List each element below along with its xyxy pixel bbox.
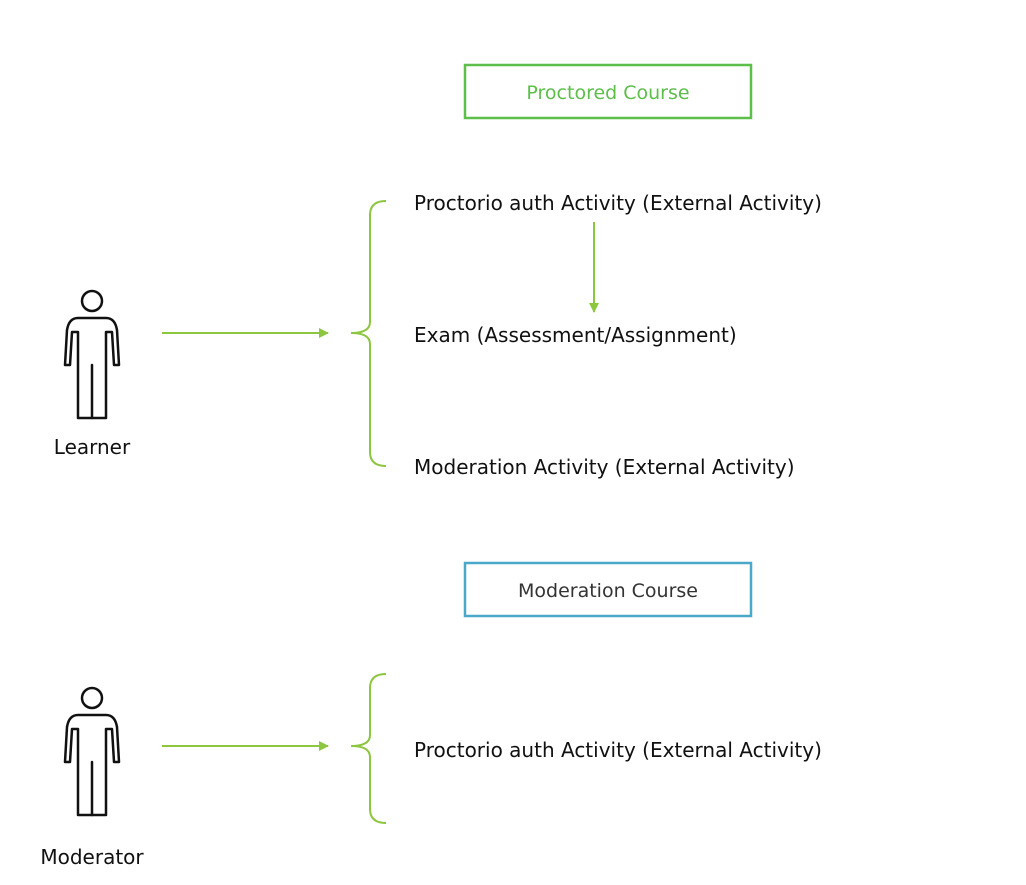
person-icon <box>63 289 121 420</box>
proctorio-auth-activity-label: Proctorio auth Activity (External Activi… <box>414 191 822 215</box>
person-icon <box>63 686 121 817</box>
moderator-label: Moderator <box>40 845 144 869</box>
moderation-activity-label: Moderation Activity (External Activity) <box>414 455 795 479</box>
moderator-figure: Moderator <box>40 686 144 869</box>
learner-activities-brace <box>350 200 387 467</box>
moderator-activities-brace <box>350 673 387 824</box>
proctored-course-title: Proctored Course <box>526 82 689 104</box>
learner-figure: Learner <box>54 289 131 459</box>
moderation-course-box: Moderation Course <box>463 561 753 618</box>
moderator-proctorio-auth-activity-label: Proctorio auth Activity (External Activi… <box>414 738 822 762</box>
moderation-course-title: Moderation Course <box>518 580 698 602</box>
proctored-course-box: Proctored Course <box>463 63 753 120</box>
learner-label: Learner <box>54 435 131 459</box>
exam-activity-label: Exam (Assessment/Assignment) <box>414 323 737 347</box>
